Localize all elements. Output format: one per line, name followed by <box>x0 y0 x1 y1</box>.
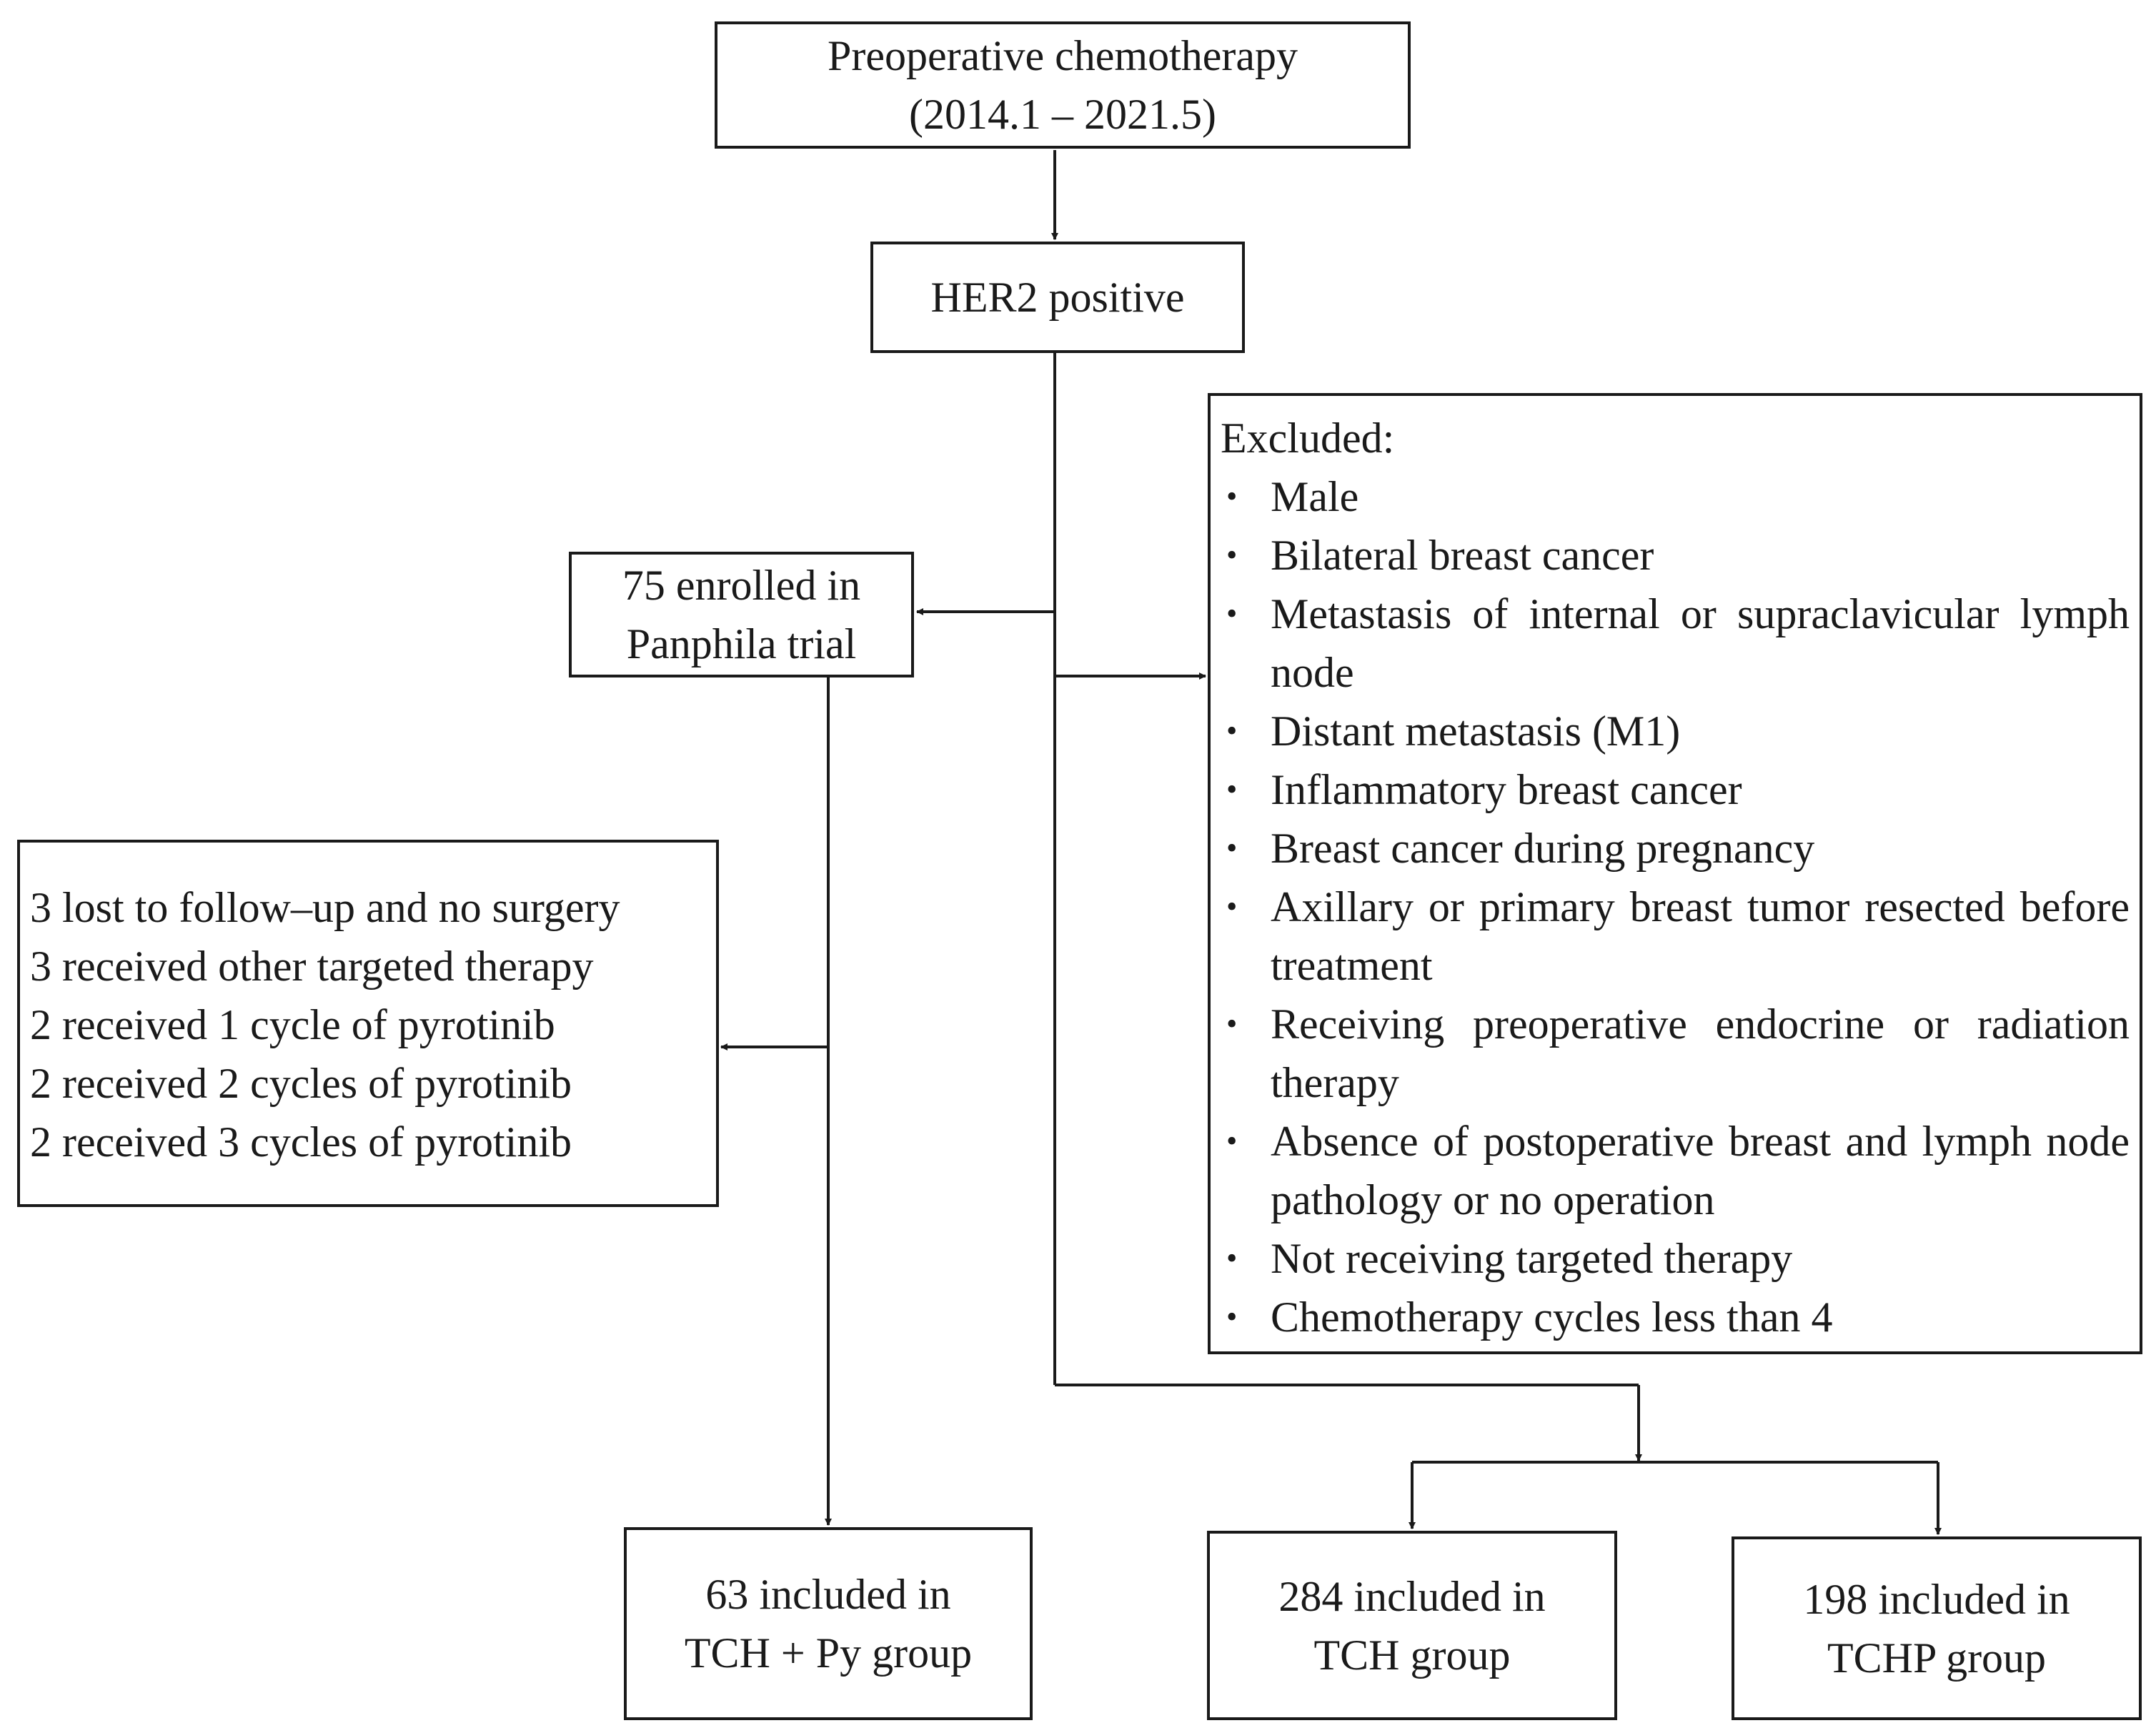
exclusion-list: •Male •Bilateral breast cancer •Metastas… <box>1221 467 2130 1346</box>
exclusion-item: •Breast cancer during pregnancy <box>1226 825 1815 872</box>
removed-line-2: 3 received other targeted therapy <box>30 943 594 990</box>
node-tch-py-group: 63 included in TCH + Py group <box>624 1527 1033 1720</box>
removed-line-4: 2 received 2 cycles of pyrotinib <box>30 1060 572 1107</box>
exclusion-item: •Chemotherapy cycles less than 4 <box>1226 1293 1833 1341</box>
node-exclusion-criteria: Excluded: •Male •Bilateral breast cancer… <box>1208 393 2142 1354</box>
tchp-line-1: 198 included in <box>1803 1575 2070 1623</box>
node-tch-group: 284 included in TCH group <box>1207 1531 1617 1720</box>
removed-line-5: 2 received 3 cycles of pyrotinib <box>30 1118 572 1166</box>
source-line-2: (2014.1 – 2021.5) <box>909 91 1216 138</box>
tchp-line-2: TCHP group <box>1827 1634 2047 1682</box>
exclusion-item: •Metastasis of internal or supraclavicul… <box>1226 590 2130 696</box>
tch-py-line-1: 63 included in <box>705 1571 951 1618</box>
node-her2-positive: HER2 positive <box>870 242 1245 353</box>
removed-line-1: 3 lost to follow–up and no surgery <box>30 884 620 931</box>
source-line-1: Preoperative chemotherapy <box>827 32 1298 79</box>
tch-line-2: TCH group <box>1313 1631 1511 1679</box>
node-trial-exclusions: 3 lost to follow–up and no surgery 3 rec… <box>17 840 719 1207</box>
her2-label: HER2 positive <box>930 274 1185 321</box>
exclusion-item: •Inflammatory breast cancer <box>1226 766 1742 813</box>
tch-line-1: 284 included in <box>1278 1572 1546 1620</box>
exclusion-item: •Axillary or primary breast tumor resect… <box>1226 883 2130 989</box>
removed-line-3: 2 received 1 cycle of pyrotinib <box>30 1001 555 1048</box>
exclusion-item: •Male <box>1226 473 1359 520</box>
node-preoperative-chemotherapy: Preoperative chemotherapy (2014.1 – 2021… <box>715 21 1411 149</box>
enrolled-line-1: 75 enrolled in <box>622 562 861 609</box>
excluded-heading: Excluded: <box>1221 414 1395 462</box>
enrolled-line-2: Panphila trial <box>626 620 857 667</box>
exclusion-item: •Distant metastasis (M1) <box>1226 707 1681 755</box>
exclusion-item: •Not receiving targeted therapy <box>1226 1235 1793 1282</box>
node-enrolled-panphila: 75 enrolled in Panphila trial <box>569 552 914 677</box>
exclusion-item: •Absence of postoperative breast and lym… <box>1226 1118 2130 1223</box>
tch-py-line-2: TCH + Py group <box>684 1629 973 1677</box>
exclusion-item: •Bilateral breast cancer <box>1226 532 1654 579</box>
exclusion-item: •Receiving preoperative endocrine or rad… <box>1226 1000 2130 1106</box>
node-tchp-group: 198 included in TCHP group <box>1732 1536 2142 1720</box>
